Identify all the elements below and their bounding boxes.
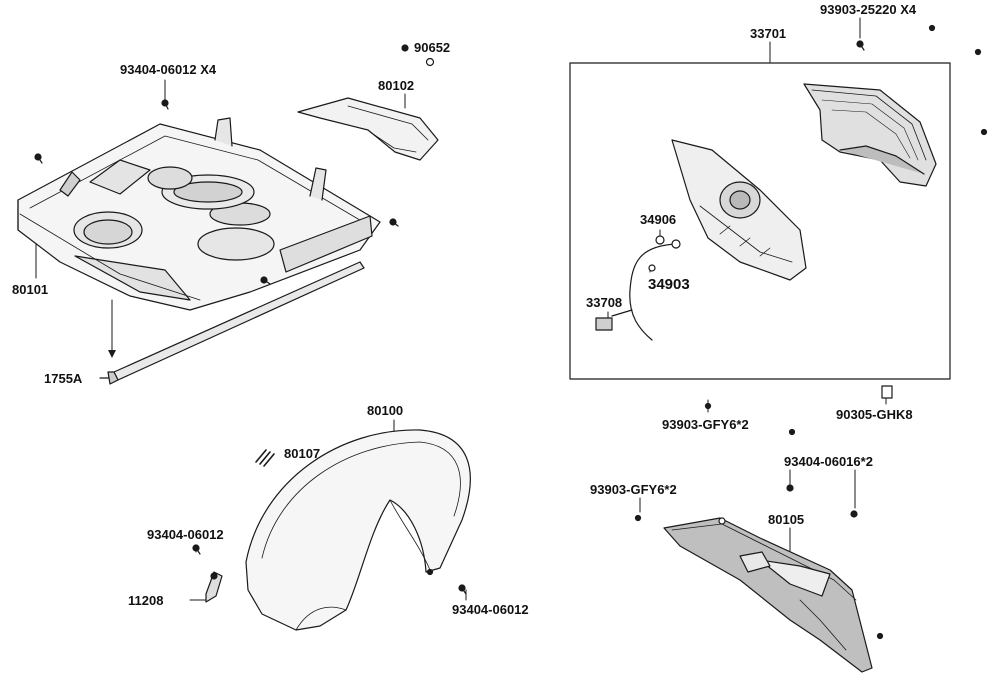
label-80107: 80107 <box>284 446 321 461</box>
label-93903-25220-x4: 93903-25220 X4 <box>820 2 917 17</box>
part-headlight-lens <box>803 83 937 187</box>
part-80100-front-fender <box>245 429 471 631</box>
part-80101-under-tray <box>17 117 381 311</box>
label-34903: 34903 <box>648 276 690 293</box>
part-80102-cover <box>297 97 439 161</box>
label-80100: 80100 <box>367 403 404 418</box>
label-93903-gfy6-bottom: 93903-GFY6*2 <box>590 482 677 497</box>
label-93404-06012-right: 93404-06012 <box>452 602 529 617</box>
label-80102: 80102 <box>378 78 415 93</box>
screw-icons-33701 <box>856 24 988 136</box>
label-80101: 80101 <box>12 282 49 297</box>
part-11208-bracket <box>205 571 223 603</box>
label-93404-06012-left: 93404-06012 <box>147 527 224 542</box>
part-80107-clip <box>255 449 275 467</box>
screw-icons-80100 <box>192 544 467 595</box>
label-1755a: 1755A <box>44 371 83 386</box>
label-93404-06016: 93404-06016*2 <box>784 454 873 469</box>
part-1755a-strip <box>107 261 365 385</box>
part-33701-box <box>569 62 951 380</box>
screw-icon-90652 <box>401 44 435 67</box>
screw-icons-80105 <box>634 385 893 640</box>
label-80105: 80105 <box>768 512 805 527</box>
screw-icons-80101 <box>34 99 399 285</box>
part-33701-headlight-housing <box>671 139 807 281</box>
label-90652: 90652 <box>414 40 451 55</box>
label-90305-ghk8: 90305-GHK8 <box>836 407 913 422</box>
label-93404-06012-x4: 93404-06012 X4 <box>120 62 217 77</box>
label-93903-gfy6-top: 93903-GFY6*2 <box>662 417 749 432</box>
label-34906: 34906 <box>640 212 677 227</box>
label-33708: 33708 <box>586 295 623 310</box>
part-33708-harness <box>595 235 681 341</box>
label-33701: 33701 <box>750 26 787 41</box>
part-80105-rear-guard <box>663 517 873 673</box>
label-11208: 11208 <box>128 593 164 608</box>
